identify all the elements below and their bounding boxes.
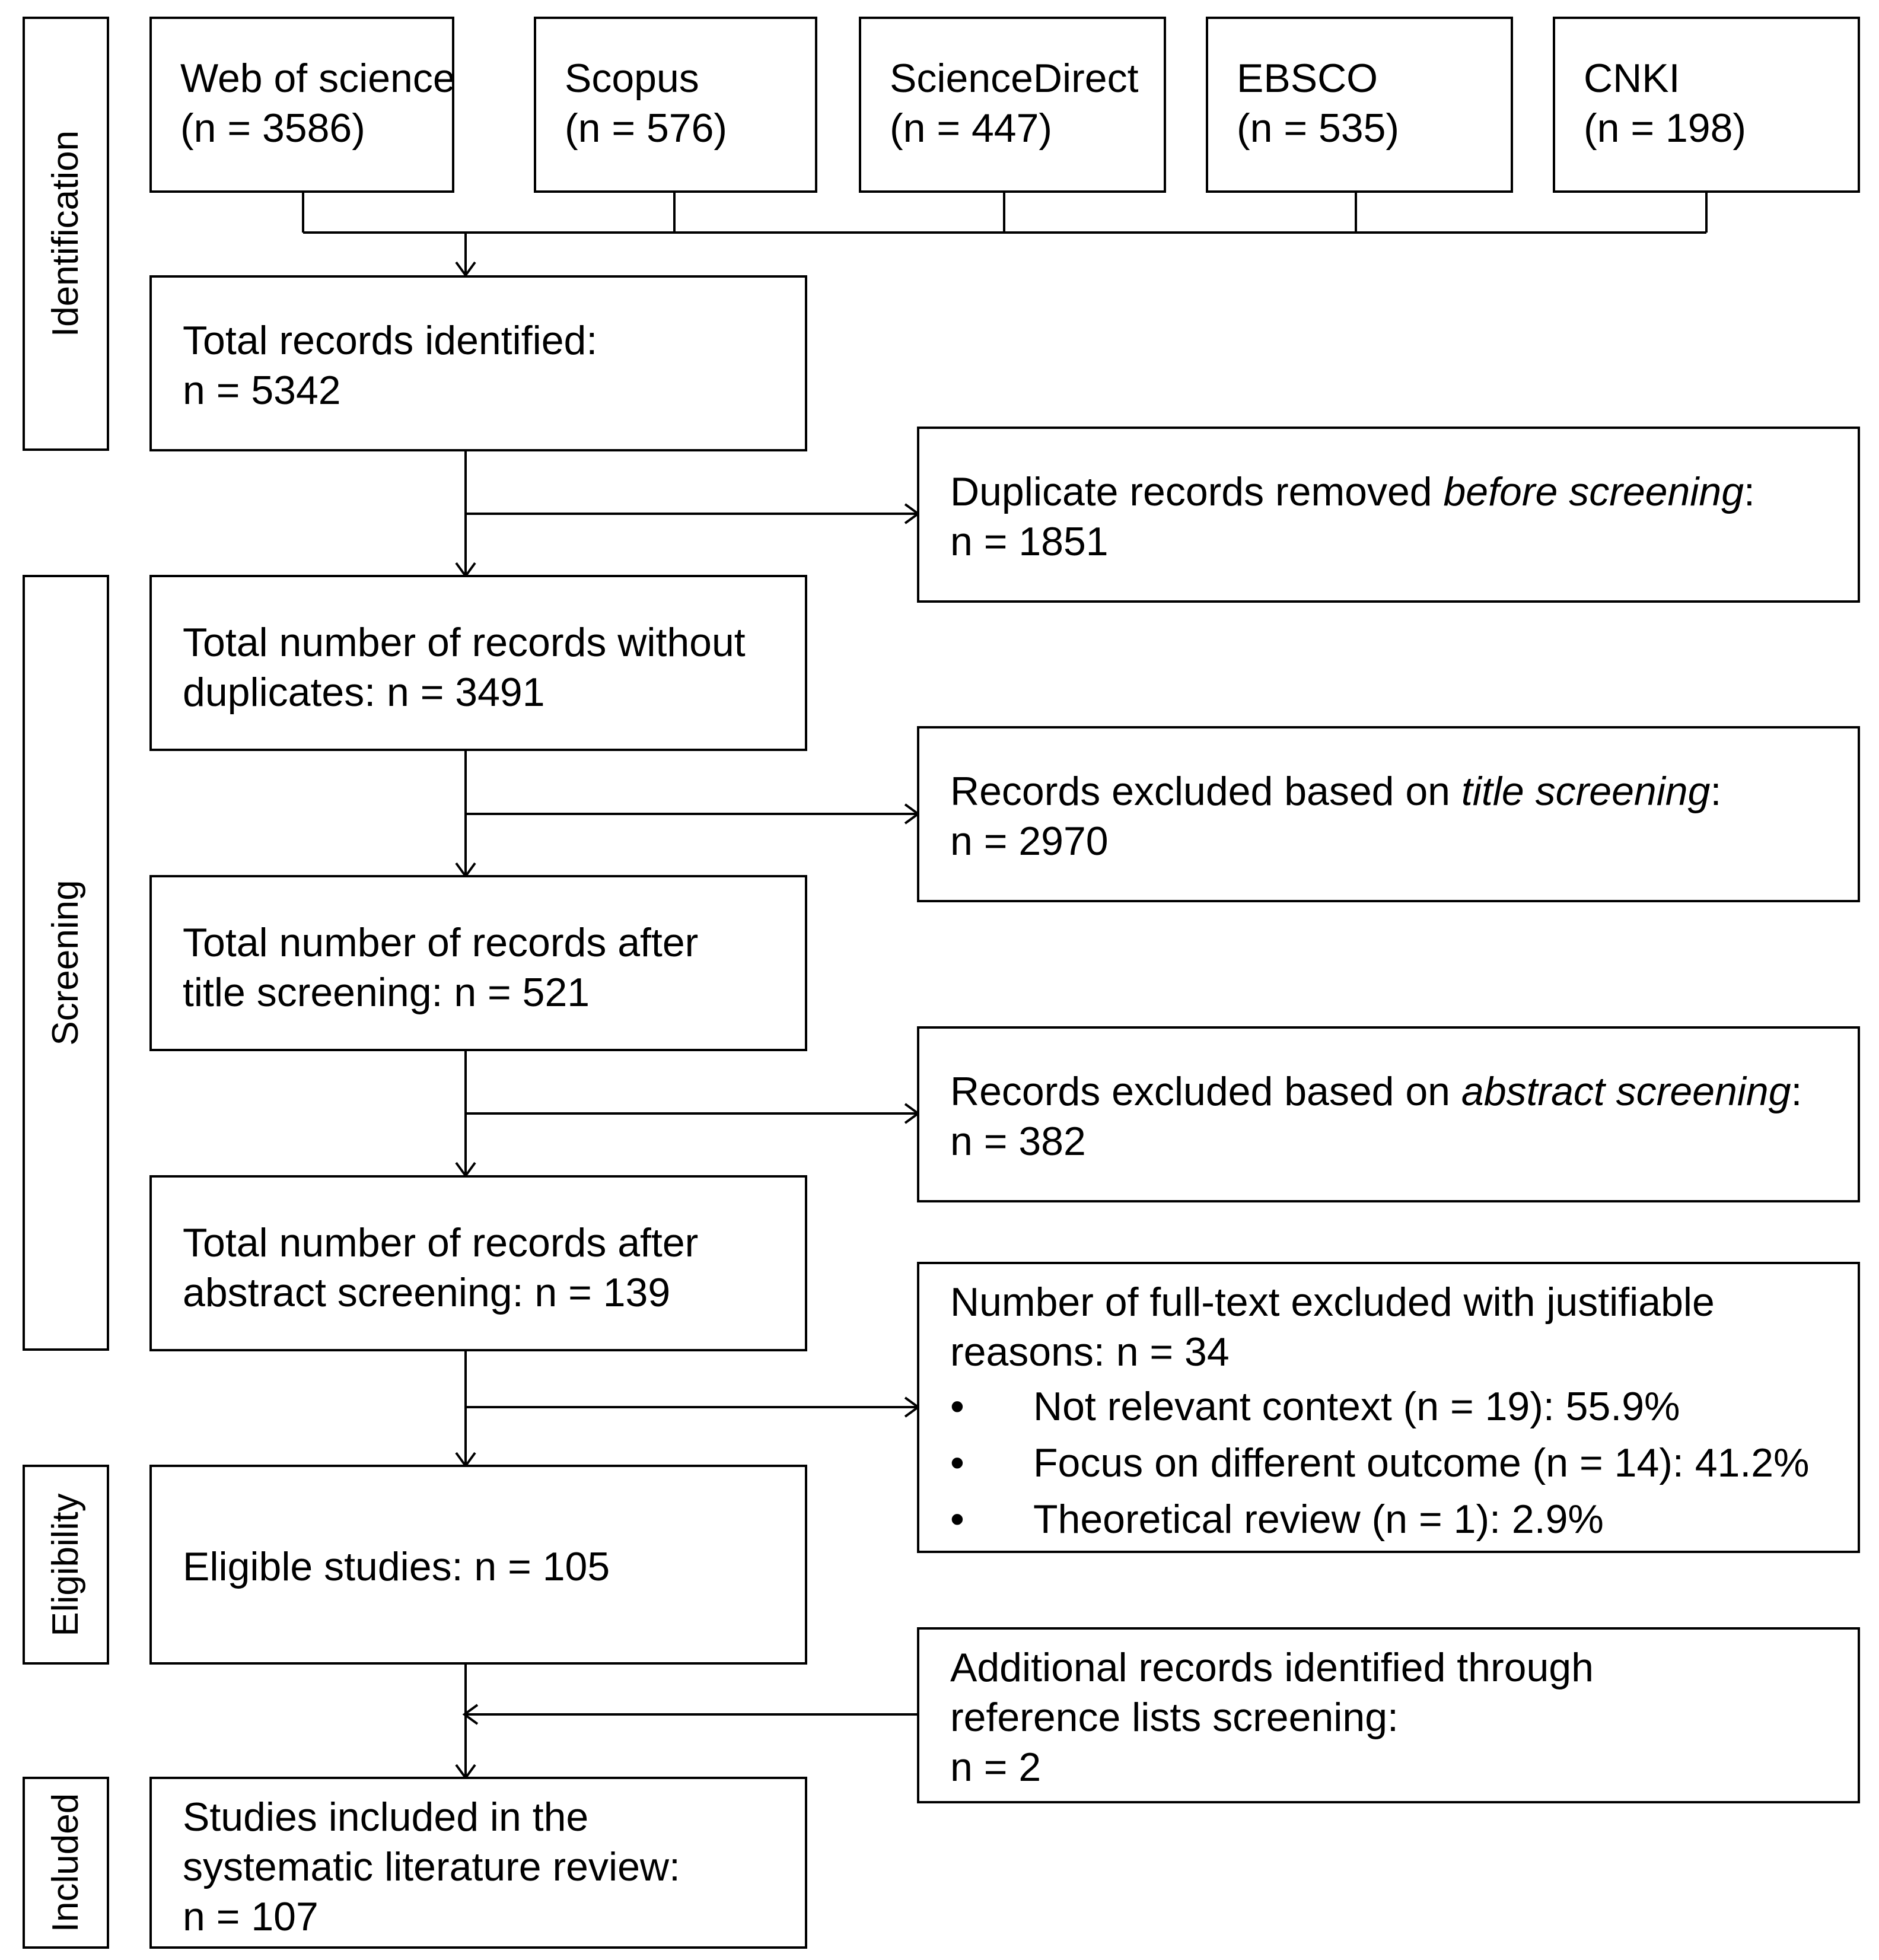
stage-eligibility-label: Eligibility xyxy=(45,1493,86,1637)
source-count: (n = 198) xyxy=(1584,106,1747,151)
box-text-line: Additional records identified through xyxy=(950,1645,1594,1690)
bullet-icon: • xyxy=(950,1384,964,1429)
box-text-line: Total number of records after xyxy=(183,1220,699,1265)
box-records-after-abstract-screening: Total number of records after abstract s… xyxy=(149,1175,807,1351)
box-text-part: Records excluded based on xyxy=(950,769,1461,814)
stage-identification-label: Identification xyxy=(45,130,86,338)
exclusion-reason-item: • Not relevant context (n = 19): 55.9% xyxy=(950,1379,1846,1435)
stage-screening-label: Screening xyxy=(45,880,86,1046)
source-name: CNKI xyxy=(1584,56,1680,101)
source-box-cnki: CNKI (n = 198) xyxy=(1553,17,1860,193)
box-abstract-screening-excluded: Records excluded based on abstract scree… xyxy=(917,1026,1860,1202)
box-text-part: Records excluded based on xyxy=(950,1069,1461,1114)
stage-eligibility: Eligibility xyxy=(23,1465,109,1665)
exclusion-reason-text: Not relevant context (n = 19): 55.9% xyxy=(1033,1384,1680,1429)
source-count: (n = 535) xyxy=(1237,106,1400,151)
box-duplicates-removed: Duplicate records removed before screeni… xyxy=(917,427,1860,603)
stage-included: Included xyxy=(23,1777,109,1949)
box-text-line: title screening: n = 521 xyxy=(183,970,590,1015)
box-text-line: Number of full-text excluded with justif… xyxy=(950,1280,1715,1325)
stage-included-label: Included xyxy=(45,1793,86,1933)
box-text-emphasis: title screening xyxy=(1461,769,1711,814)
box-text-part: : xyxy=(1744,469,1755,514)
box-text-part: : xyxy=(1710,769,1722,814)
box-eligible-studies: Eligible studies: n = 105 xyxy=(149,1465,807,1665)
box-text-line: reasons: n = 34 xyxy=(950,1329,1230,1374)
box-text-line: Eligible studies: n = 105 xyxy=(183,1544,610,1589)
source-name: EBSCO xyxy=(1237,56,1378,101)
stage-screening: Screening xyxy=(23,575,109,1351)
box-text-line: abstract screening: n = 139 xyxy=(183,1270,671,1315)
source-count: (n = 3586) xyxy=(180,106,365,151)
bullet-icon: • xyxy=(950,1497,964,1542)
source-count: (n = 447) xyxy=(890,106,1053,151)
source-count: (n = 576) xyxy=(565,106,728,151)
source-box-sciencedirect: ScienceDirect (n = 447) xyxy=(859,17,1166,193)
box-text-line: n = 107 xyxy=(183,1894,319,1939)
exclusion-reason-text: Theoretical review (n = 1): 2.9% xyxy=(1033,1497,1604,1542)
source-box-ebsco: EBSCO (n = 535) xyxy=(1206,17,1513,193)
box-text-line: n = 2970 xyxy=(950,819,1109,864)
box-text-line: duplicates: n = 3491 xyxy=(183,670,545,715)
box-title-screening-excluded: Records excluded based on title screenin… xyxy=(917,726,1860,902)
box-text-line: n = 382 xyxy=(950,1119,1086,1164)
exclusion-reason-text: Focus on different outcome (n = 14): 41.… xyxy=(1033,1440,1810,1485)
box-studies-included: Studies included in the systematic liter… xyxy=(149,1777,807,1949)
box-text-part: Duplicate records removed xyxy=(950,469,1444,514)
box-text-line: Total records identified: xyxy=(183,318,598,363)
box-text-line: systematic literature review: xyxy=(183,1844,680,1889)
box-text-line: Studies included in the xyxy=(183,1794,589,1840)
box-additional-records: Additional records identified through re… xyxy=(917,1627,1860,1803)
box-text-part: : xyxy=(1791,1069,1802,1114)
box-full-text-excluded: Number of full-text excluded with justif… xyxy=(917,1262,1860,1553)
bullet-icon: • xyxy=(950,1440,964,1485)
box-text-emphasis: abstract screening xyxy=(1461,1069,1791,1114)
box-text-line: n = 5342 xyxy=(183,368,341,413)
source-name: ScienceDirect xyxy=(890,56,1139,101)
source-box-web-of-science: Web of science (n = 3586) xyxy=(149,17,456,193)
exclusion-reason-item: • Theoretical review (n = 1): 2.9% xyxy=(950,1491,1846,1548)
box-text-line: reference lists screening: xyxy=(950,1695,1399,1740)
box-records-without-duplicates: Total number of records without duplicat… xyxy=(149,575,807,751)
source-name: Scopus xyxy=(565,56,699,101)
box-text-emphasis: before screening xyxy=(1443,469,1744,514)
box-total-records-identified: Total records identified: n = 5342 xyxy=(149,275,807,451)
box-text-line: Total number of records without xyxy=(183,620,746,665)
exclusion-reason-item: • Focus on different outcome (n = 14): 4… xyxy=(950,1435,1846,1491)
box-text-line: Total number of records after xyxy=(183,920,699,965)
stage-identification: Identification xyxy=(23,17,109,451)
box-records-after-title-screening: Total number of records after title scre… xyxy=(149,875,807,1051)
box-text-line: n = 1851 xyxy=(950,519,1109,564)
source-name: Web of science xyxy=(180,56,456,101)
source-box-scopus: Scopus (n = 576) xyxy=(534,17,817,193)
box-text-line: n = 2 xyxy=(950,1745,1042,1790)
